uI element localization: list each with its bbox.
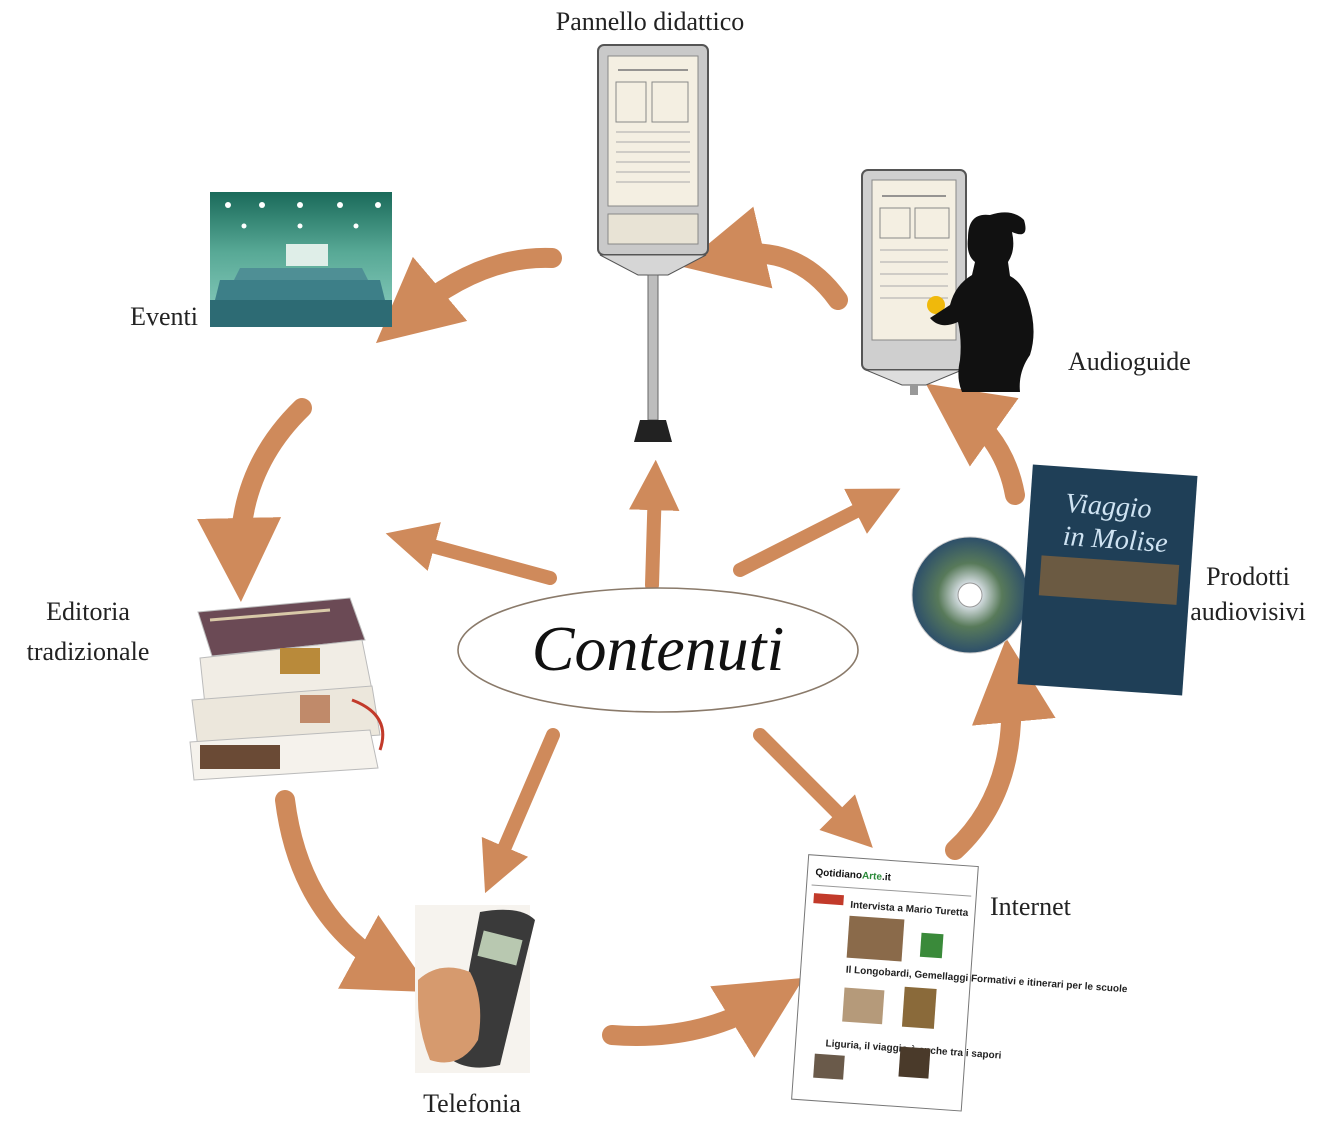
svg-text:QotidianoArte.it: QotidianoArte.it — [815, 867, 892, 883]
prodotti-node: Viaggio in Molise Prodotti audiovisivi — [911, 464, 1306, 696]
telefonia-label: Telefonia — [423, 1089, 521, 1118]
editoria-label-line1: Editoria — [46, 597, 130, 626]
prodotti-label-line1: Prodotti — [1206, 562, 1290, 591]
eventi-label: Eventi — [130, 302, 198, 331]
phone-hand-photo — [415, 905, 535, 1073]
dvd-illustration: Viaggio in Molise — [911, 464, 1198, 696]
brochures-illustration — [189, 597, 385, 781]
internet-label: Internet — [990, 892, 1072, 921]
audioguide-node: Audioguide — [861, 169, 1191, 395]
cover-title-line2: in Molise — [1062, 521, 1169, 559]
pannello-label: Pannello didattico — [556, 7, 744, 36]
arrow-pannello-to-eventi — [375, 247, 562, 344]
center-label: Contenuti — [532, 613, 784, 684]
center-ellipse — [457, 587, 859, 713]
brand-it: .it — [882, 872, 892, 884]
spoke-to-telefonia — [481, 728, 560, 894]
spoke-to-internet — [753, 728, 873, 848]
audioguide-label: Audioguide — [1068, 347, 1191, 376]
editoria-label-line2: tradizionale — [27, 637, 150, 666]
prodotti-label-line2: audiovisivi — [1190, 597, 1306, 626]
internet-node: QotidianoArte.it Intervista a Mario Ture… — [791, 854, 1128, 1112]
website-illustration: QotidianoArte.it Intervista a Mario Ture… — [791, 854, 1128, 1112]
cover-title-line1: Viaggio — [1064, 488, 1153, 525]
arrow-eventi-to-editoria — [197, 398, 312, 602]
cycle-arrows — [197, 206, 1056, 1058]
conference-hall-photo — [210, 192, 392, 327]
arrow-audioguide-to-pannello — [681, 206, 848, 310]
kiosk-illustration — [597, 44, 709, 442]
pannello-node: Pannello didattico — [556, 7, 744, 442]
brand-q: Q — [815, 867, 824, 879]
arrow-prodotti-to-audioguide — [925, 383, 1025, 505]
spoke-arrows — [385, 459, 901, 894]
telefonia-node: Telefonia — [415, 905, 535, 1118]
spoke-to-editoria — [385, 522, 557, 585]
woman-silhouette — [930, 212, 1034, 392]
arrow-telefonia-to-internet — [602, 977, 804, 1058]
center-node: Contenuti — [457, 587, 859, 713]
spoke-to-pannello — [629, 459, 680, 592]
editoria-node: Editoria tradizionale — [27, 597, 385, 781]
brand-otidiano: otidiano — [823, 868, 863, 882]
eventi-node: Eventi — [130, 192, 392, 331]
arrow-internet-to-prodotti — [945, 638, 1056, 860]
spoke-to-audioguide — [733, 488, 901, 577]
audioguide-illustration — [861, 169, 1034, 395]
arrow-editoria-to-telefonia — [275, 790, 432, 993]
brand-arte: Arte — [862, 871, 883, 883]
